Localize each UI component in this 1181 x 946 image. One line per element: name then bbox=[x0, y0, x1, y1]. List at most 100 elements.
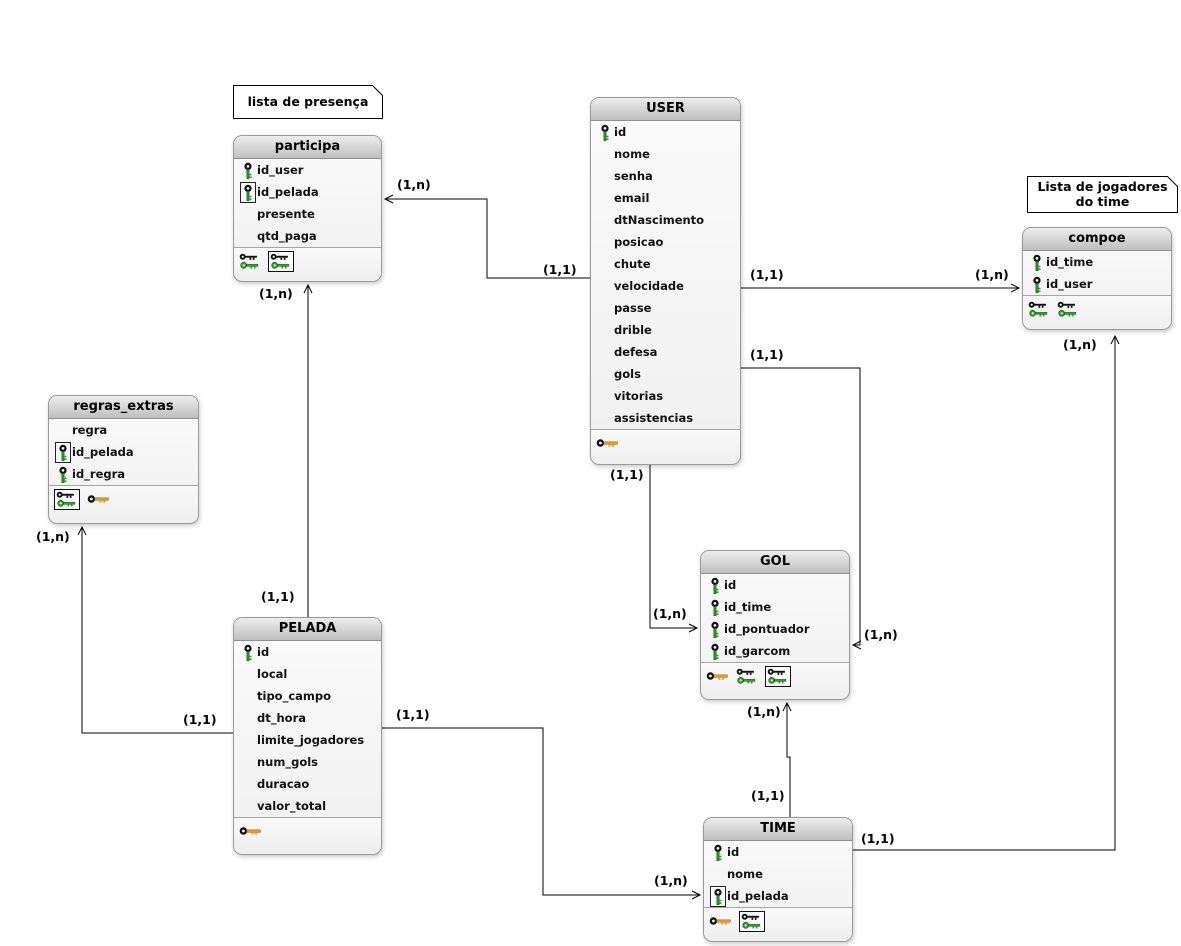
column-row[interactable]: dt_hora bbox=[234, 707, 381, 729]
column-name: id_pontuador bbox=[724, 622, 810, 636]
column-row[interactable]: posicao bbox=[591, 231, 740, 253]
column-row[interactable]: senha bbox=[591, 165, 740, 187]
relationship-line-pelada-time[interactable] bbox=[382, 727, 702, 900]
relationship-line-user-gol-right[interactable] bbox=[741, 367, 862, 650]
relationship-line-time-compoe[interactable] bbox=[853, 334, 1120, 851]
column-row[interactable]: chute bbox=[591, 253, 740, 275]
note-text: Lista de jogadores do time bbox=[1037, 179, 1168, 209]
column-name: id bbox=[257, 645, 270, 659]
column-name: id_pelada bbox=[72, 445, 134, 459]
foreign-key-icon bbox=[239, 181, 257, 203]
column-row[interactable]: id bbox=[234, 641, 381, 663]
column-row[interactable]: velocidade bbox=[591, 275, 740, 297]
entity-title[interactable]: PELADA bbox=[234, 618, 381, 641]
primary-key-icon bbox=[706, 643, 724, 660]
index-green-index-icon bbox=[1057, 301, 1079, 318]
column-row[interactable]: id bbox=[701, 574, 849, 596]
column-name: id_time bbox=[724, 600, 772, 614]
column-name: velocidade bbox=[614, 279, 684, 293]
column-row[interactable]: id_pontuador bbox=[701, 618, 849, 640]
cardinality-label: (1,n) bbox=[864, 627, 898, 642]
primary-key-icon bbox=[706, 621, 724, 638]
entity-title[interactable]: regras_extras bbox=[49, 396, 198, 419]
cardinality-label: (1,1) bbox=[183, 712, 217, 727]
column-row[interactable]: id_regra bbox=[49, 463, 198, 485]
column-row[interactable]: regra bbox=[49, 419, 198, 441]
column-row[interactable]: id_user bbox=[1023, 273, 1171, 295]
column-row[interactable]: duracao bbox=[234, 773, 381, 795]
index-green-index-icon bbox=[736, 668, 758, 685]
entity-title[interactable]: GOL bbox=[701, 551, 849, 574]
column-row[interactable]: presente bbox=[234, 203, 381, 225]
column-row[interactable]: id_pelada bbox=[49, 441, 198, 463]
column-row[interactable]: drible bbox=[591, 319, 740, 341]
column-name: regra bbox=[72, 423, 108, 437]
cardinality-label: (1,1) bbox=[396, 707, 430, 722]
column-row[interactable]: tipo_campo bbox=[234, 685, 381, 707]
column-row[interactable]: id_time bbox=[701, 596, 849, 618]
column-row[interactable]: id bbox=[591, 121, 740, 143]
entity-title[interactable]: USER bbox=[591, 98, 740, 121]
column-row[interactable]: qtd_paga bbox=[234, 225, 381, 247]
entity-title[interactable]: TIME bbox=[704, 818, 852, 841]
column-row[interactable]: email bbox=[591, 187, 740, 209]
column-row[interactable]: assistencias bbox=[591, 407, 740, 429]
index-yellow-index-icon bbox=[239, 825, 262, 838]
entity-columns: id id_time id_pontuador id_garcom bbox=[701, 574, 849, 662]
cardinality-label: (1,n) bbox=[747, 704, 781, 719]
primary-key-icon bbox=[1028, 276, 1046, 293]
note-lista-de-presenca[interactable]: lista de presença bbox=[233, 84, 384, 119]
column-row[interactable]: id_pelada bbox=[234, 181, 381, 203]
index-footer bbox=[49, 485, 198, 512]
column-row[interactable]: num_gols bbox=[234, 751, 381, 773]
column-row[interactable]: passe bbox=[591, 297, 740, 319]
column-name: posicao bbox=[614, 235, 664, 249]
column-row[interactable]: dtNascimento bbox=[591, 209, 740, 231]
note-lista-de-jogadores-do-time[interactable]: Lista de jogadores do time bbox=[1027, 175, 1179, 213]
column-row[interactable]: valor_total bbox=[234, 795, 381, 817]
column-row[interactable]: defesa bbox=[591, 341, 740, 363]
entity-gol[interactable]: GOL id id_time id_pontuador id_garcom bbox=[700, 550, 850, 700]
column-row[interactable]: gols bbox=[591, 363, 740, 385]
column-name: valor_total bbox=[257, 799, 327, 813]
column-row[interactable]: id_user bbox=[234, 159, 381, 181]
primary-key-icon bbox=[596, 124, 614, 141]
column-name: id bbox=[724, 578, 737, 592]
column-name: email bbox=[614, 191, 650, 205]
index-footer bbox=[234, 817, 381, 844]
column-row[interactable]: limite_jogadores bbox=[234, 729, 381, 751]
cardinality-label: (1,1) bbox=[261, 589, 295, 604]
column-row[interactable]: nome bbox=[704, 863, 852, 885]
column-row[interactable]: local bbox=[234, 663, 381, 685]
cardinality-label: (1,n) bbox=[259, 286, 293, 301]
relationship-line-user-participa[interactable] bbox=[383, 194, 590, 279]
column-row[interactable]: id bbox=[704, 841, 852, 863]
relationship-line-pelada-regras-extras[interactable] bbox=[77, 525, 233, 734]
column-name: passe bbox=[614, 301, 652, 315]
entity-title[interactable]: participa bbox=[234, 136, 381, 159]
column-row[interactable]: id_pelada bbox=[704, 885, 852, 907]
column-row[interactable]: vitorias bbox=[591, 385, 740, 407]
column-row[interactable]: nome bbox=[591, 143, 740, 165]
column-row[interactable]: id_garcom bbox=[701, 640, 849, 662]
entity-title[interactable]: compoe bbox=[1023, 228, 1171, 251]
column-row[interactable]: id_time bbox=[1023, 251, 1171, 273]
relationship-line-time-gol[interactable] bbox=[782, 701, 792, 817]
relationship-line-user-gol-left[interactable] bbox=[649, 465, 699, 633]
column-name: id_pelada bbox=[727, 889, 789, 903]
cardinality-label: (1,1) bbox=[750, 267, 784, 282]
cardinality-label: (1,1) bbox=[543, 262, 577, 277]
primary-key-icon bbox=[239, 162, 257, 179]
